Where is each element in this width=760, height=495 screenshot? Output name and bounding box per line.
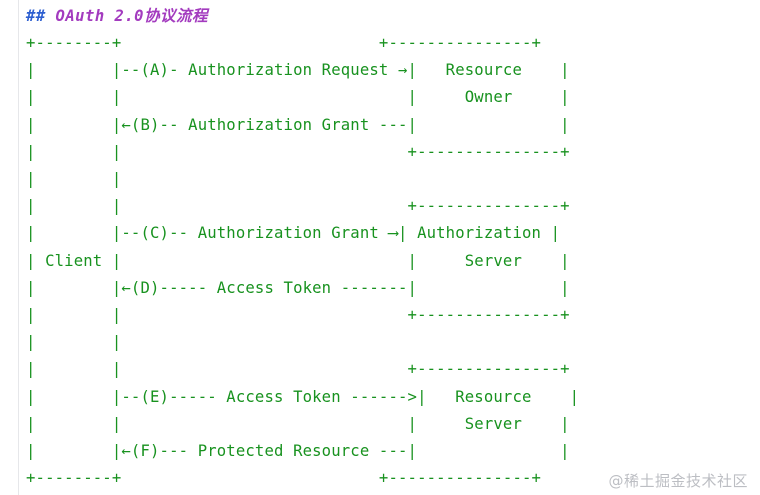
- page-title-text: OAuth 2.0协议流程: [55, 7, 208, 25]
- left-gutter-rule: [18, 0, 19, 495]
- watermark: @稀土掘金技术社区: [608, 472, 748, 490]
- page-title: ## OAuth 2.0协议流程: [26, 5, 208, 27]
- oauth-flow-ascii-diagram: +--------+ +---------------+ | |--(A)- A…: [26, 34, 580, 488]
- markdown-heading-marker: ##: [26, 7, 56, 25]
